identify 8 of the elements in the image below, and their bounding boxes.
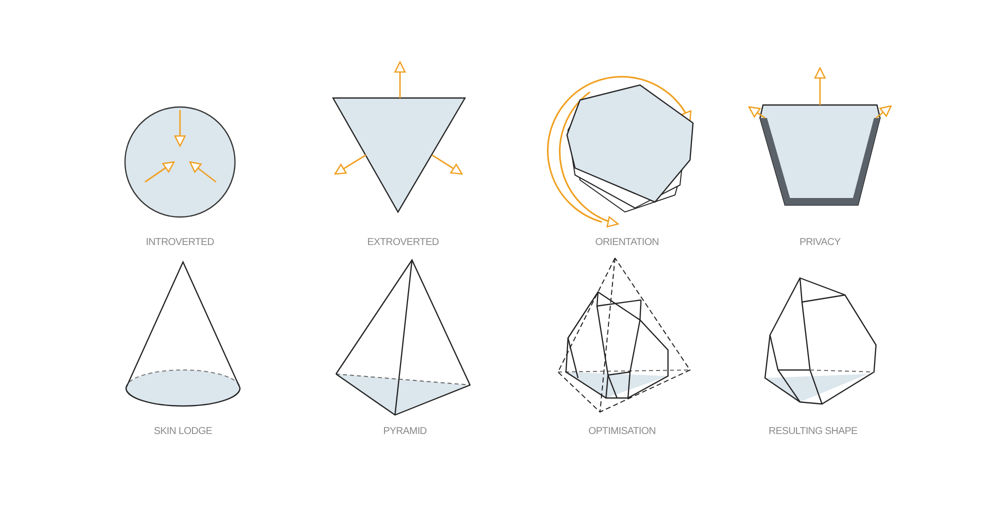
caption: PRIVACY (799, 237, 841, 248)
caption: INTROVERTED (146, 237, 214, 248)
caption: SKIN LODGE (154, 426, 212, 437)
caption: RESULTING SHAPE (768, 426, 858, 437)
caption: EXTROVERTED (367, 237, 439, 248)
caption: OPTIMISATION (588, 426, 656, 437)
caption: PYRAMID (383, 426, 427, 437)
caption: ORIENTATION (595, 237, 659, 248)
